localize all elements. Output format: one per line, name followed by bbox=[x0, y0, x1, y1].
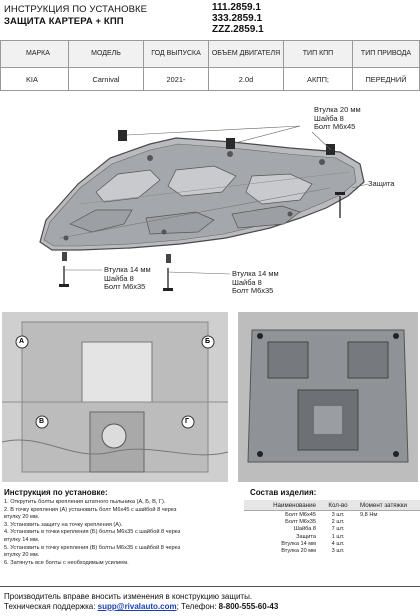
component-torque bbox=[358, 540, 420, 547]
callout-line: Болт М6х35 bbox=[104, 282, 146, 291]
product-code: ZZZ.2859.1 bbox=[212, 24, 264, 35]
callout-line: Шайба 8 bbox=[232, 277, 262, 287]
instruction-step: 5. Установить в точку крепления (В) болт… bbox=[4, 544, 181, 551]
product-code: 333.2859.1 bbox=[212, 13, 263, 24]
mount-point-label: А bbox=[19, 338, 25, 345]
instruction-step: 4. Установить в точки крепления (Б) болт… bbox=[4, 529, 181, 536]
components-title: Состав изделия: bbox=[250, 488, 317, 497]
components-header-row: Наименование Кол-во Момент затяжки bbox=[244, 500, 420, 511]
spec-value-cell: KIA bbox=[0, 67, 69, 91]
instructions-title: Инструкция по установке: bbox=[4, 488, 108, 497]
components-row: Шайба 8 7 шт. bbox=[244, 526, 420, 533]
components-header-cell: Кол-во bbox=[318, 500, 358, 511]
component-torque bbox=[358, 526, 420, 533]
support-label: Техническая поддержка: bbox=[4, 602, 98, 611]
component-name: Втулка 14 мм bbox=[281, 540, 316, 547]
callout-protection: Защита bbox=[368, 179, 395, 188]
component-torque bbox=[358, 547, 420, 554]
instruction-step: втулку 20 мм. bbox=[4, 552, 40, 559]
callout-line: Втулка 14 мм bbox=[104, 265, 151, 274]
component-torque bbox=[358, 518, 420, 525]
support-phone[interactable]: 8-800-555-60-43 bbox=[218, 602, 279, 611]
doc-title-line2: ЗАЩИТА КАРТЕРА + КПП bbox=[4, 16, 124, 27]
callout-bottom-right: Втулка 14 мм Шайба 8 Болт М6х35 bbox=[232, 269, 279, 296]
component-qty: 7 шт. bbox=[331, 526, 345, 533]
protection-plate-drawing bbox=[39, 137, 365, 251]
callout-bottom-left: Втулка 14 мм Шайба 8 Болт М6х35 bbox=[104, 265, 151, 292]
spec-value-cell: АКПП; bbox=[283, 67, 353, 91]
spec-value-cell: 2.0d bbox=[208, 67, 284, 91]
instruction-step: 3. Установить защиту на точку крепления … bbox=[4, 521, 123, 528]
spec-header-cell: ОБЪЕМ ДВИГАТЕЛЯ bbox=[208, 40, 284, 68]
spec-value-row: KIA Carnival 2021- 2.0d АКПП; ПЕРЕДНИЙ bbox=[0, 67, 420, 91]
component-qty: 2 шт. bbox=[331, 518, 345, 525]
underbody-photo-after bbox=[238, 312, 418, 482]
callout-line: Болт М6х45 bbox=[314, 122, 356, 131]
callout-line: Втулка 14 мм bbox=[232, 269, 279, 278]
callout-line: Шайба 8 bbox=[314, 113, 344, 123]
mount-point-label: В bbox=[39, 418, 45, 425]
callout-line: Болт М6х35 bbox=[232, 286, 274, 295]
product-codes: 111.2859.1 333.2859.1 ZZZ.2859.1 bbox=[212, 2, 278, 35]
components-row: Защита 1 шт. bbox=[244, 533, 420, 540]
spec-value-cell: ПЕРЕДНИЙ bbox=[352, 67, 420, 91]
doc-title-line1: ИНСТРУКЦИЯ ПО УСТАНОВКЕ bbox=[4, 4, 148, 15]
callout-top-right: Втулка 20 мм Шайба 8 Болт М6х45 bbox=[314, 105, 361, 132]
spec-header-row: МАРКА МОДЕЛЬ ГОД ВЫПУСКА ОБЪЕМ ДВИГАТЕЛЯ… bbox=[0, 40, 420, 68]
spec-header-cell: ГОД ВЫПУСКА bbox=[143, 40, 209, 68]
footer-support: Техническая поддержка: supp@rivalauto.co… bbox=[4, 602, 278, 612]
component-name: Болт М6х35 bbox=[285, 518, 316, 525]
footer-divider bbox=[0, 586, 420, 587]
instruction-step: втулку 20 мм. bbox=[4, 514, 40, 521]
instruction-step: 6. Затянуть все болты с необходимым усил… bbox=[4, 559, 129, 566]
components-row: Болт М6х35 2 шт. bbox=[244, 518, 420, 525]
spec-header-cell: ТИП КПП bbox=[283, 40, 353, 68]
component-qty: 3 шт. bbox=[331, 511, 345, 518]
footer: Производитель вправе вносить изменения в… bbox=[4, 592, 278, 612]
phone-label: ; Телефон: bbox=[176, 602, 219, 611]
component-torque: 9,8 Нм bbox=[360, 511, 378, 518]
component-qty: 1 шт. bbox=[331, 533, 345, 540]
component-qty: 4 шт. bbox=[331, 540, 345, 547]
components-header-cell: Наименование bbox=[244, 500, 318, 511]
vehicle-spec-table: МАРКА МОДЕЛЬ ГОД ВЫПУСКА ОБЪЕМ ДВИГАТЕЛЯ… bbox=[0, 40, 420, 91]
spec-header-cell: МОДЕЛЬ bbox=[68, 40, 144, 68]
components-row: Втулка 20 мм 3 шт. bbox=[244, 547, 420, 554]
component-name: Болт М6х45 bbox=[285, 511, 316, 518]
underbody-photo-before: А Б В Г bbox=[2, 312, 228, 482]
spec-header-cell: ТИП ПРИВОДА bbox=[352, 40, 420, 68]
component-name: Защита bbox=[296, 533, 316, 540]
instruction-step: 1. Открутить болты крепления штатного пы… bbox=[4, 499, 166, 505]
component-name: Втулка 20 мм bbox=[281, 548, 316, 555]
support-email-link[interactable]: supp@rivalauto.com bbox=[97, 602, 177, 611]
components-table: Наименование Кол-во Момент затяжки Болт … bbox=[244, 500, 420, 555]
instruction-step: втулку 14 мм. bbox=[4, 536, 40, 543]
spec-value-cell: Carnival bbox=[68, 67, 144, 91]
components-row: Втулка 14 мм 4 шт. bbox=[244, 540, 420, 547]
instruction-step: 2. В точку крепления (А) установить болт… bbox=[4, 506, 177, 513]
mount-point-label: Г bbox=[185, 418, 189, 425]
components-row: Болт М6х45 3 шт. 9,8 Нм bbox=[244, 511, 420, 519]
spec-value-cell: 2021- bbox=[143, 67, 209, 91]
footer-disclaimer: Производитель вправе вносить изменения в… bbox=[4, 592, 253, 601]
callout-line: Втулка 20 мм bbox=[314, 105, 361, 114]
bolt-m6x35-icon bbox=[63, 196, 341, 290]
product-code: 111.2859.1 bbox=[212, 2, 261, 13]
mount-point-label: Б bbox=[205, 338, 211, 345]
instructions-list: 1. Открутить болты крепления штатного пы… bbox=[4, 499, 236, 567]
components-header-cell: Момент затяжки bbox=[358, 500, 420, 511]
spec-header-cell: МАРКА bbox=[0, 40, 69, 68]
component-name: Шайба 8 bbox=[293, 526, 316, 533]
callout-line: Шайба 8 bbox=[104, 273, 134, 283]
component-qty: 3 шт. bbox=[331, 548, 345, 555]
skid-plate-diagram bbox=[39, 125, 369, 291]
component-torque bbox=[358, 533, 420, 540]
